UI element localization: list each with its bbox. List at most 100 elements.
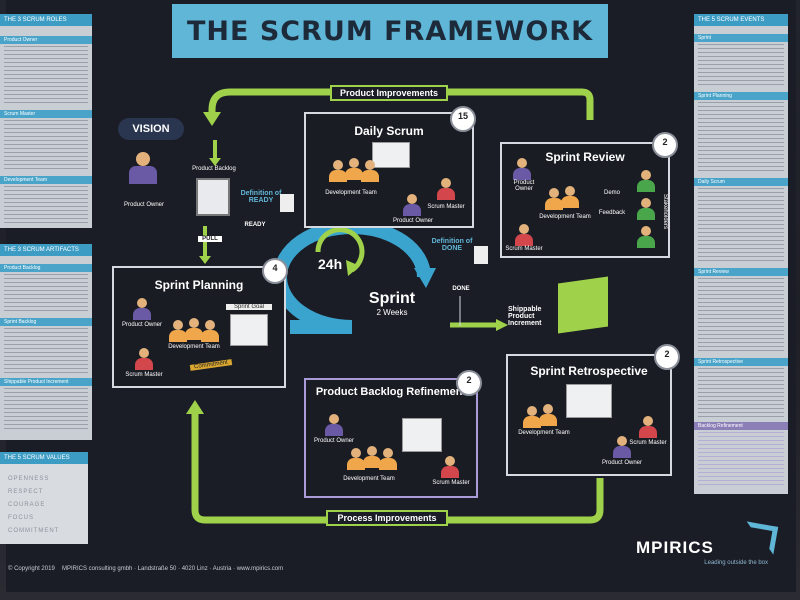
team-member	[544, 188, 564, 210]
team-member	[378, 448, 398, 470]
product-owner-icon	[128, 152, 158, 184]
scrum-master-icon	[436, 178, 456, 200]
commitment-label: Commitment	[189, 359, 233, 371]
retro-sm-label: Scrum Master	[629, 440, 667, 446]
team-member	[168, 320, 188, 342]
pull-label: PULL	[198, 236, 222, 242]
sprint-review-title: Sprint Review	[545, 150, 625, 164]
artifact-text-lines	[4, 328, 88, 374]
event-sprint: Sprint	[694, 34, 788, 42]
planning-sm-label: Scrum Master	[125, 372, 163, 378]
event-text-lines	[698, 278, 784, 354]
retrospective-box: Sprint Retrospective Development Team Sc…	[506, 354, 672, 476]
title-banner: THE SCRUM FRAMEWORK	[172, 4, 608, 58]
event-text-lines	[698, 44, 784, 88]
document-icon-done	[474, 246, 488, 264]
increment-box-icon	[558, 276, 608, 334]
team-member	[360, 160, 380, 182]
retrospective-timebox-badge: 2	[654, 344, 680, 370]
retro-board-icon	[566, 384, 612, 418]
vision-pill: VISION	[118, 118, 184, 140]
events-panel: THE 5 SCRUM EVENTS Sprint Sprint Plannin…	[694, 14, 788, 494]
values-header: THE 5 SCRUM VALUES	[0, 452, 88, 464]
artifact-text-lines	[4, 388, 88, 432]
product-owner-icon	[612, 436, 632, 458]
sprint-planning-timebox-badge: 4	[262, 258, 288, 284]
event-daily-scrum: Daily Scrum	[694, 178, 788, 186]
done-label: DONE	[452, 286, 470, 292]
sprint-label: Sprint	[368, 290, 416, 307]
team-member	[346, 448, 366, 470]
review-po-label: Product Owner	[513, 180, 535, 192]
scrum-master-icon	[440, 456, 460, 478]
value-courage: COURAGE	[8, 502, 46, 508]
team-member	[522, 406, 542, 428]
planning-team-label: Development Team	[168, 344, 220, 350]
ready-label: READY	[244, 222, 266, 228]
retro-team-label: Development Team	[518, 430, 570, 436]
team-member	[344, 158, 364, 180]
role-text-lines	[4, 46, 88, 106]
feedback-label: Feedback	[598, 210, 626, 216]
scrum-master-icon	[638, 416, 658, 438]
product-owner-icon	[132, 298, 152, 320]
company-text: MPIRICS consulting gmbh · Landstraße 50 …	[62, 566, 284, 572]
vision-po-label: Product Owner	[123, 202, 165, 208]
sprint-review-timebox-badge: 2	[652, 132, 678, 158]
team-member	[538, 404, 558, 426]
team-member	[200, 320, 220, 342]
shippable-label: Shippable Product Increment	[508, 306, 542, 327]
daily-cycle-label: 24h	[318, 256, 343, 272]
refinement-po-label: Product Owner	[313, 438, 355, 444]
retrospective-title: Sprint Retrospective	[530, 364, 648, 378]
clipboard-icon	[196, 178, 230, 216]
document-icon	[280, 194, 294, 212]
artifacts-header: THE 3 SCRUM ARTIFACTS	[0, 244, 92, 256]
team-member	[362, 446, 382, 468]
role-text-lines	[4, 120, 88, 172]
product-owner-icon	[402, 194, 422, 216]
mpirics-logo-icon	[741, 521, 779, 555]
artifacts-panel: THE 3 SCRUM ARTIFACTS Product Backlog Sp…	[0, 244, 92, 440]
roles-header: THE 3 SCRUM ROLES	[0, 14, 92, 26]
definition-done-label: Definition of DONE	[431, 238, 473, 252]
scrum-master-icon	[134, 348, 154, 370]
event-sprint-review: Sprint Review	[694, 268, 788, 276]
tagline: Leading outside the box	[704, 560, 768, 566]
event-text-lines	[698, 102, 784, 172]
team-member	[560, 186, 580, 208]
mpirics-logo-text: MPIRICS	[636, 538, 714, 557]
definition-ready-label: Definition of READY	[240, 190, 282, 204]
values-panel: THE 5 SCRUM VALUES OPENNESS RESPECT COUR…	[0, 452, 88, 544]
event-text-lines	[698, 188, 784, 264]
refinement-board-icon	[402, 418, 442, 452]
value-commitment: COMMITMENT	[8, 528, 60, 534]
product-backlog-label: Product Backlog	[192, 166, 236, 172]
demo-label: Demo	[603, 190, 620, 196]
stakeholder-icon	[636, 226, 656, 248]
sprint-goal-label: Sprint Goal	[226, 304, 272, 310]
copyright-text: © Copyright 2019	[8, 566, 55, 572]
daily-po-label: Product Owner	[392, 218, 434, 224]
daily-scrum-box: Daily Scrum Development Team Scrum Maste…	[304, 112, 474, 228]
value-openness: OPENNESS	[8, 476, 50, 482]
refinement-sm-label: Scrum Master	[432, 480, 470, 486]
event-text-lines	[698, 432, 784, 488]
stakeholder-icon	[636, 198, 656, 220]
role-scrum-master: Scrum Master	[0, 110, 92, 118]
sprint-planning-title: Sprint Planning	[154, 278, 244, 292]
role-dev-team: Development Team	[0, 176, 92, 184]
team-member	[328, 160, 348, 182]
events-header: THE 5 SCRUM EVENTS	[694, 14, 788, 26]
process-improvements-label: Process Improvements	[326, 510, 448, 526]
planning-po-label: Product Owner	[121, 322, 163, 328]
artifact-product-backlog: Product Backlog	[0, 264, 92, 272]
daily-scrum-title: Daily Scrum	[354, 124, 424, 138]
daily-team-label: Development Team	[325, 190, 377, 196]
refinement-box: Product Backlog Refinement Product Owner…	[304, 378, 478, 498]
sprint-review-box: Sprint Review Product Owner Development …	[500, 142, 670, 258]
sprint-planning-box: Sprint Planning Product Owner Developmen…	[112, 266, 286, 388]
stakeholder-icon	[636, 170, 656, 192]
event-refinement: Backlog Refinement	[694, 422, 788, 430]
